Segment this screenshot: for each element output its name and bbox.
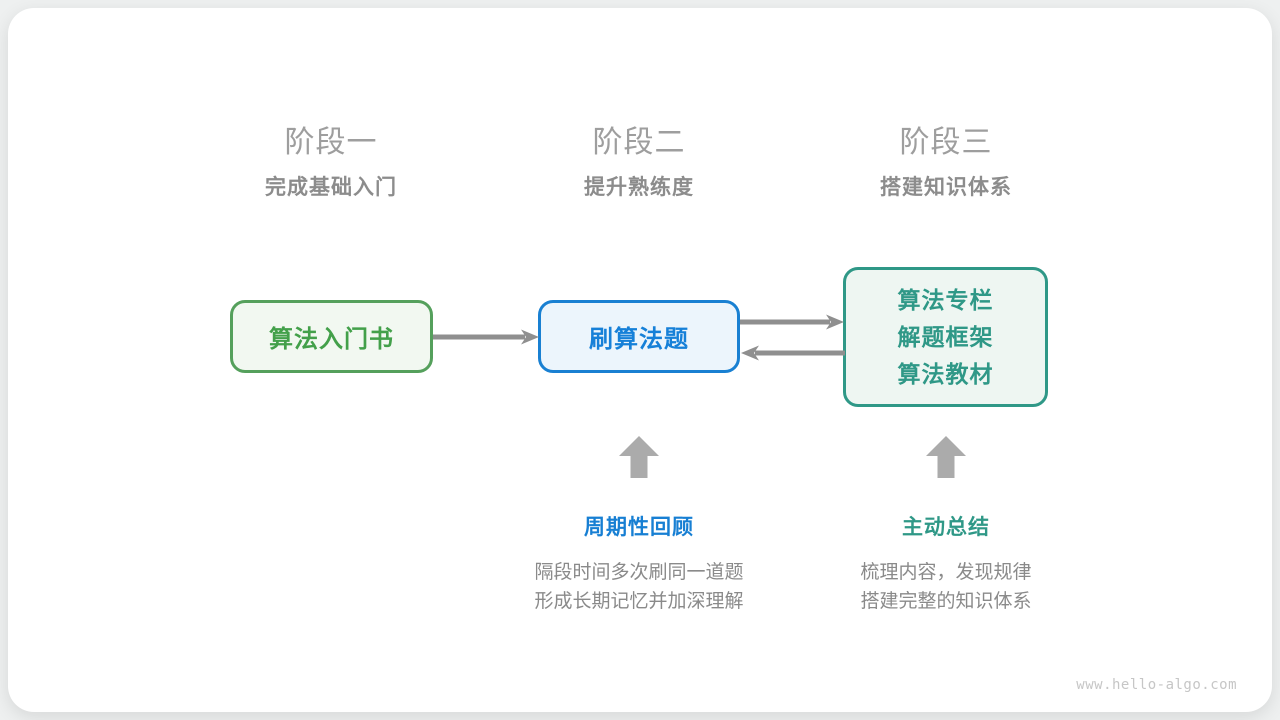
node-practice-label: 刷算法题	[589, 326, 689, 353]
stage-3-subtitle: 搭建知识体系	[880, 176, 1012, 199]
annotation-active-summary-desc: 梳理内容，发现规律 搭建完整的知识体系	[786, 558, 1106, 616]
stage-2-subtitle: 提升熟练度	[584, 176, 694, 199]
annotation-active-summary-title: 主动总结	[902, 516, 990, 539]
annotation-active-summary-desc-line-2: 搭建完整的知识体系	[860, 591, 1032, 612]
node-intro-book: 算法入门书	[230, 300, 433, 373]
stage-1-label: 阶段一	[284, 126, 378, 159]
stage-2-label: 阶段二	[592, 126, 686, 159]
arrow-up-icon	[926, 436, 966, 478]
node-resources-line-1: 算法专栏	[897, 286, 994, 313]
node-resources-line-3: 算法教材	[897, 360, 994, 387]
node-intro-book-label: 算法入门书	[269, 326, 394, 353]
annotation-periodic-review-title: 周期性回顾	[584, 516, 694, 539]
stage-column-3: 阶段三 搭建知识体系	[826, 124, 1066, 201]
arrow-right-icon	[433, 329, 539, 345]
annotation-active-summary-desc-line-1: 梳理内容，发现规律	[860, 562, 1032, 583]
arrow-left-icon	[741, 345, 845, 361]
arrow-up-icon	[619, 436, 659, 478]
annotation-periodic-review-desc-line-1: 隔段时间多次刷同一道题	[534, 562, 744, 583]
node-resources-line-2: 解题框架	[897, 323, 994, 350]
stage-column-1: 阶段一 完成基础入门	[211, 124, 451, 201]
annotation-periodic-review-desc: 隔段时间多次刷同一道题 形成长期记忆并加深理解	[479, 558, 799, 616]
stage-3-label: 阶段三	[899, 126, 993, 159]
node-resources: 算法专栏 解题框架 算法教材	[843, 267, 1048, 407]
annotation-periodic-review-desc-line-2: 形成长期记忆并加深理解	[534, 591, 744, 612]
node-practice: 刷算法题	[538, 300, 740, 373]
stage-1-subtitle: 完成基础入门	[265, 176, 397, 199]
arrow-right-icon	[740, 314, 844, 330]
stage-column-2: 阶段二 提升熟练度	[519, 124, 759, 201]
watermark-url: www.hello-algo.com	[1076, 677, 1237, 693]
